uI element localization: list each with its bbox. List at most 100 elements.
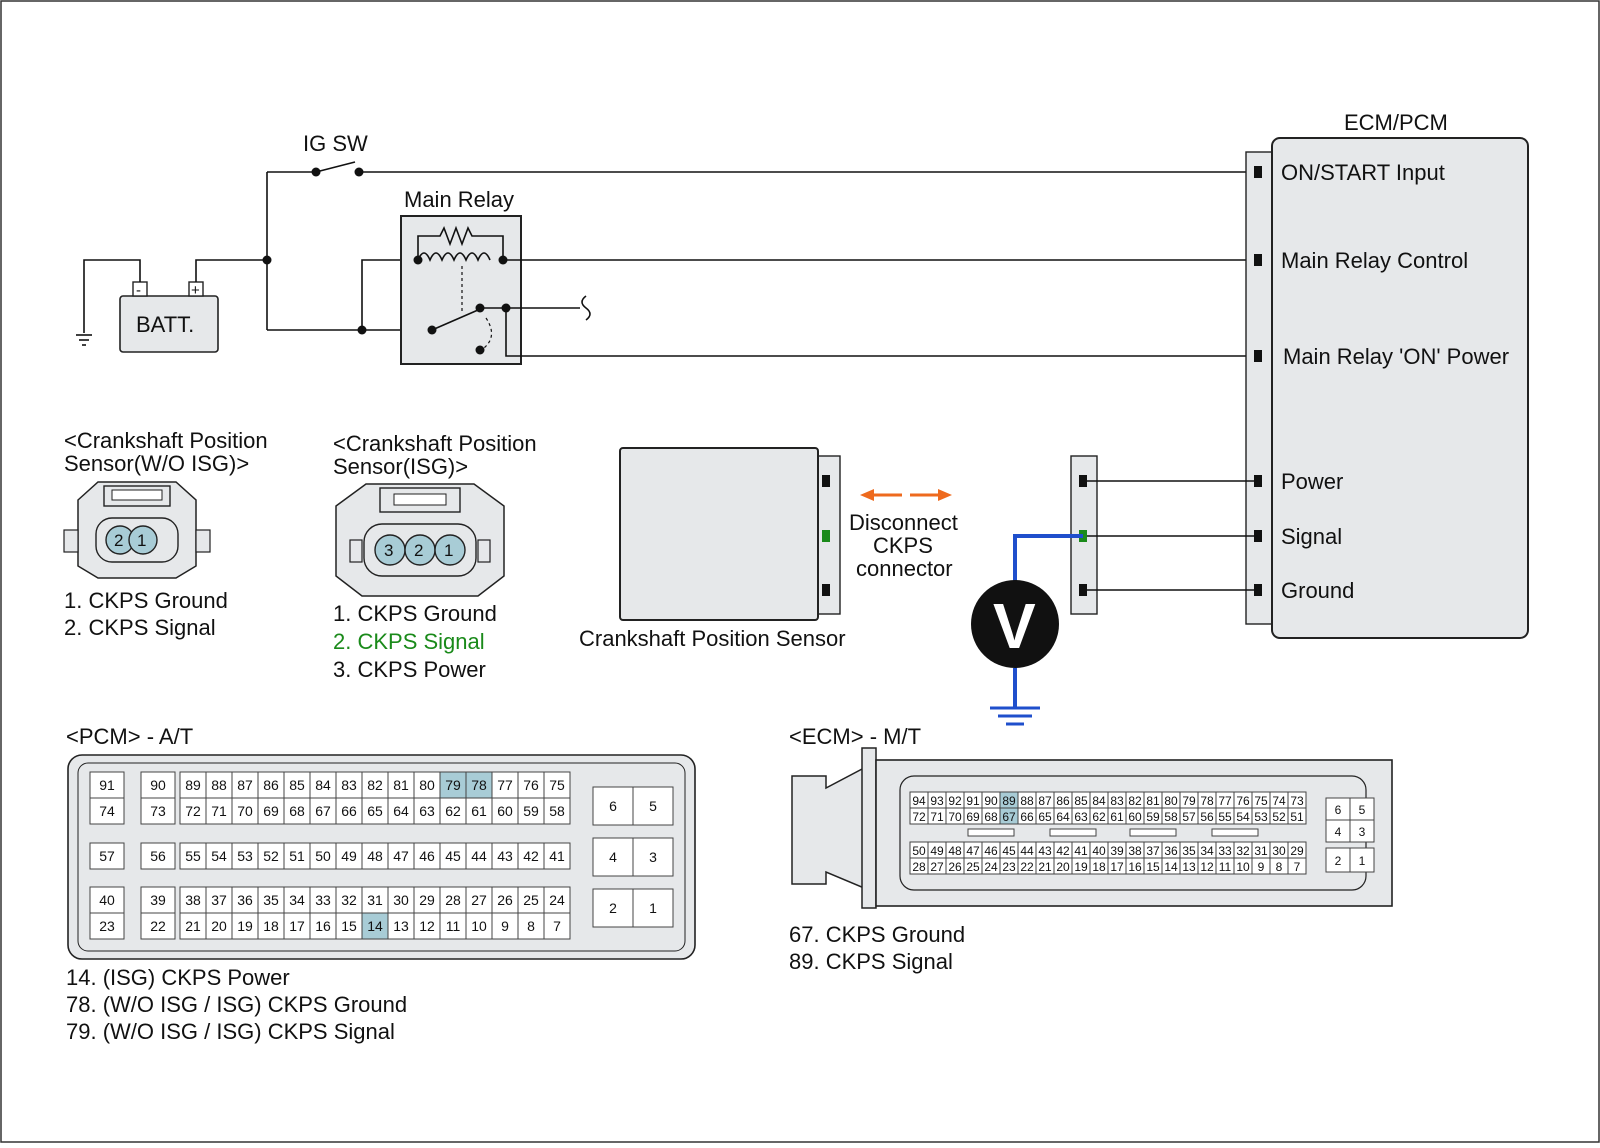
pin-cell [592,888,634,928]
relay-on-power-wire [505,308,1258,357]
ecm-legend-2: 89. CKPS Signal [789,949,953,974]
pin-number: 79 [1182,794,1196,808]
pin-cell [257,797,285,825]
pin-number: 79 [445,777,461,793]
pin-cell [439,797,467,825]
pin-number: 26 [497,892,513,908]
relay-arc [483,317,493,349]
pin-number: 36 [237,892,253,908]
wo-isg-legend-1: 1. CKPS Ground [64,588,228,613]
pin-number: 12 [419,918,435,934]
pin-number: 41 [1074,844,1088,858]
pin-cell [387,797,415,825]
pin-cell [335,771,363,799]
voltmeter [971,580,1059,668]
pin-number: 30 [393,892,409,908]
relay-coil [417,252,491,263]
pin-cell [231,771,259,799]
pin-cell [465,771,493,799]
wo-isg-title-1: <Crankshaft Position [64,428,268,453]
pin-number: 64 [1056,810,1070,824]
pin-number: 10 [471,918,487,934]
pin-cell [592,786,634,826]
pin-number: 20 [211,918,227,934]
pin-number: 48 [948,844,962,858]
pin-number: 47 [966,844,980,858]
junction-batt [262,255,272,265]
pin-number: 50 [315,848,331,864]
pin-number: 66 [1020,810,1034,824]
pin-number: 33 [1218,844,1232,858]
pin-cell [632,837,674,877]
pin-cell [89,797,125,825]
pin-number: 38 [185,892,201,908]
pin-number: 20 [1056,860,1070,874]
pin-number: 9 [1258,860,1265,874]
pin-number: 87 [237,777,253,793]
pin-number: 75 [549,777,565,793]
pin-cell [1349,847,1375,873]
pcm-housing-inner [77,762,686,952]
pin-number: 52 [263,848,279,864]
pin-number: 71 [930,810,944,824]
pin-number: 88 [1020,794,1034,808]
pin-number: 81 [393,777,409,793]
pin-cell [140,842,176,870]
relay-node-1 [413,255,423,265]
pin-cell [592,837,634,877]
pin-cell [205,912,233,940]
crankshaft-sensor-box [619,447,819,621]
pin-number: 89 [185,777,201,793]
pin-number: 34 [289,892,305,908]
pin-cell [465,842,493,870]
battery-positive-wire [195,259,267,282]
ecm-pin-label: Power [1281,469,1343,494]
pin-number: 61 [1110,810,1124,824]
ecm-pcm-box [1271,137,1529,639]
wo-isg-pin-1-label: 1 [137,531,146,550]
pin-number: 46 [419,848,435,864]
pin-number: 7 [553,918,561,934]
pin-number: 29 [419,892,435,908]
pin-number: 18 [1092,860,1106,874]
pin-cell [257,886,285,914]
pin-number: 56 [150,848,166,864]
pin-cell [140,797,176,825]
pin-cell [205,771,233,799]
pin-number: 82 [367,777,383,793]
pin-number: 53 [1254,810,1268,824]
pin-number: 59 [1146,810,1160,824]
pin-number: 59 [523,803,539,819]
harness-pin-ground [1079,584,1087,596]
relay-coil-feed [361,259,418,330]
pin-cell [361,771,389,799]
pin-number: 74 [1272,794,1286,808]
pin-cell [439,842,467,870]
pin-number: 43 [1038,844,1052,858]
pin-number: 92 [948,794,962,808]
pin-cell [205,886,233,914]
pin-number: 49 [930,844,944,858]
pin-cell [465,797,493,825]
pin-cell [413,797,441,825]
pin-number: 50 [912,844,926,858]
pin-cell [309,797,337,825]
wo-isg-tab-right [195,529,211,553]
ecm-pin-label: ON/START Input [1281,160,1445,185]
pin-number: 49 [341,848,357,864]
disconnect-line-3: connector [856,556,953,581]
pin-number: 22 [1020,860,1034,874]
pin-number: 72 [185,803,201,819]
pin-number: 94 [912,794,926,808]
pin-cell [413,912,441,940]
pin-number: 78 [1200,794,1214,808]
pin-cell [543,842,571,870]
pin-number: 89 [1002,794,1016,808]
pin-number: 23 [1002,860,1016,874]
pin-number: 4 [609,849,617,865]
pin-number: 15 [1146,860,1160,874]
pin-number: 77 [1218,794,1232,808]
pin-number: 25 [523,892,539,908]
pin-number: 4 [1335,825,1342,839]
